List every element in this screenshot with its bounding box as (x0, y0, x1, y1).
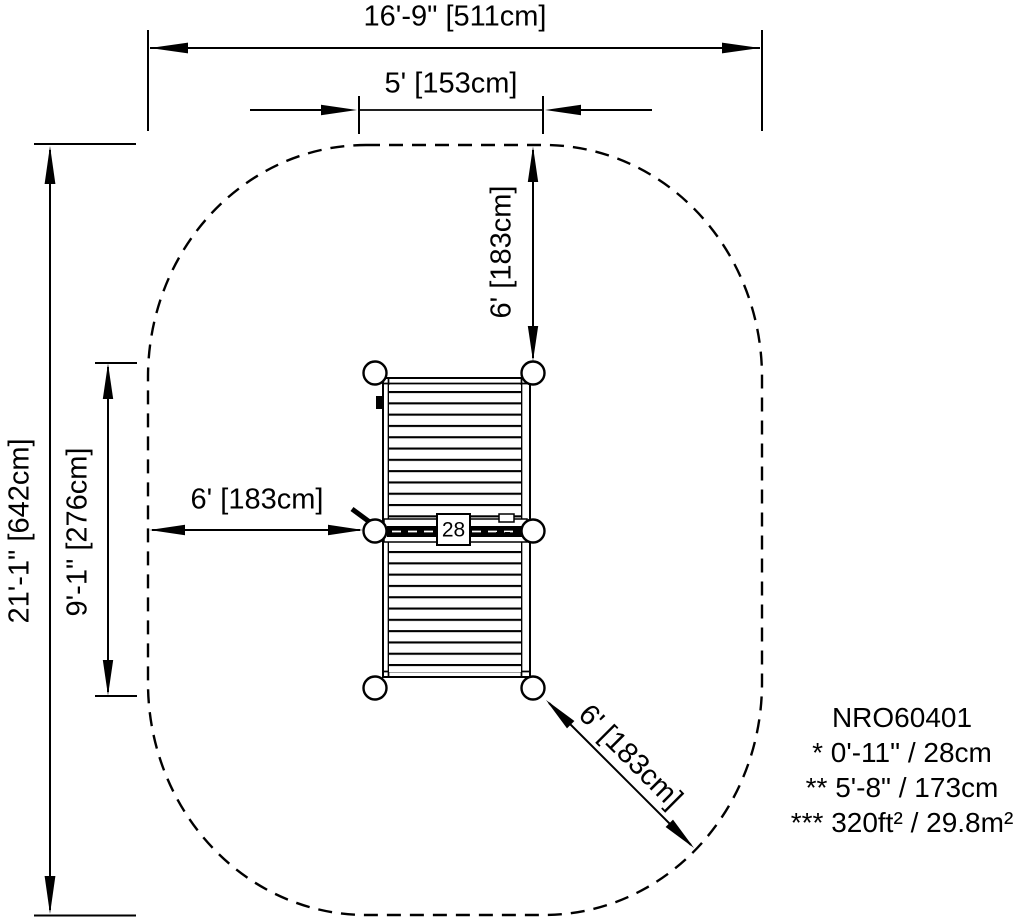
product-info: NRO60401 * 0'-11" / 28cm ** 5'-8" / 173c… (791, 700, 1014, 840)
beam-number-label: 28 (441, 518, 466, 542)
label-overall-depth: 21'-1" [642cm] (3, 438, 36, 624)
dim-clearance-top (527, 146, 539, 361)
dim-overall-width (147, 30, 763, 131)
label-clearance-top: 6' [183cm] (485, 185, 518, 319)
post-bottom-right (520, 675, 546, 701)
label-inner-width: 5' [153cm] (384, 67, 518, 100)
playset-structure (350, 360, 546, 701)
dim-structure-depth (95, 362, 137, 697)
dim-clearance-side (149, 524, 363, 536)
product-note-1: * 0'-11" / 28cm (812, 737, 992, 768)
label-clearance-side: 6' [183cm] (190, 483, 324, 516)
post-bottom-left (362, 675, 388, 701)
roof-slats-bottom (389, 542, 521, 672)
product-model: NRO60401 (831, 702, 973, 733)
dim-clearance-corner (546, 700, 694, 848)
dim-overall-depth (34, 143, 136, 917)
beam-number-plate (436, 513, 471, 546)
label-structure-depth: 9'-1" [276cm] (61, 447, 94, 617)
safety-boundary-outline (146, 143, 764, 917)
roof-slats-top (389, 385, 521, 519)
beam-bracket (498, 513, 515, 523)
label-overall-width: 16'-9" [511cm] (363, 0, 547, 33)
post-mid-right (520, 518, 546, 544)
dim-inner-width (250, 96, 652, 134)
structure-posts (362, 360, 546, 701)
post-top-right (520, 360, 546, 386)
post-top-left (362, 360, 388, 386)
product-note-3: *** 320ft² / 29.8m² (790, 807, 1014, 838)
rail-fitting (376, 396, 382, 409)
product-note-2: ** 5'-8" / 173cm (805, 772, 999, 803)
post-mid-left (362, 518, 388, 544)
